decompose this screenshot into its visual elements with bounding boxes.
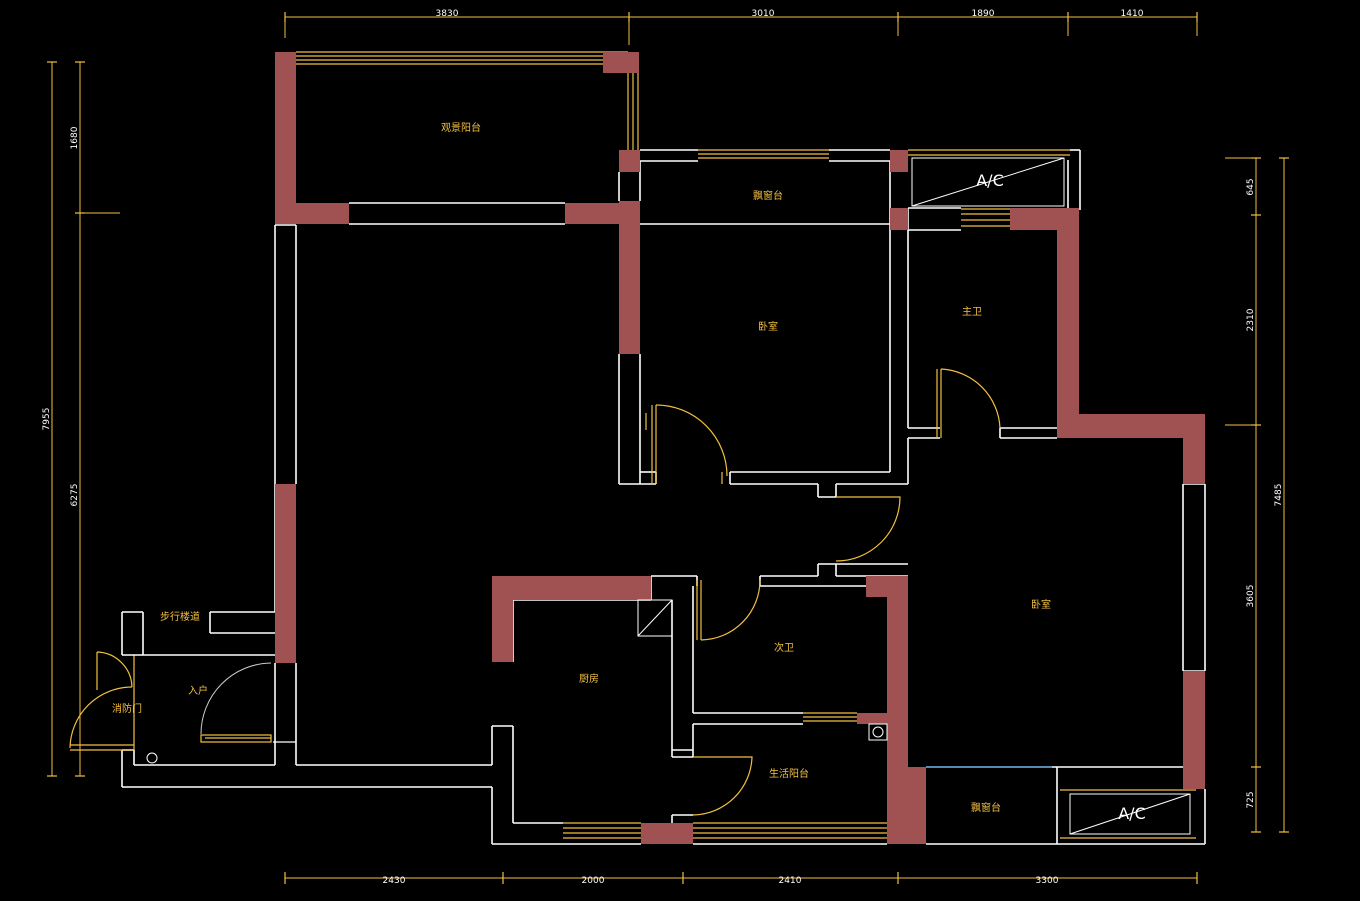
dim-right-inner-3: 3605 [1246,585,1256,608]
room-labels: 观景阳台 飘窗台 卧室 主卫 卧室 次卫 厨房 生活阳台 飘窗台 入户 步行楼道… [112,121,1051,814]
room-bedroom-right: 卧室 [1031,598,1051,611]
windows [133,51,1196,839]
room-master-bath: 主卫 [962,306,982,318]
dim-top-4: 1410 [1121,9,1144,19]
room-garden-path: 步行楼道 [160,610,200,623]
structural-walls [275,52,1205,844]
dim-bottom-4: 3300 [1036,876,1059,886]
room-living-balcony: 生活阳台 [769,767,809,780]
room-kitchen: 厨房 [579,672,599,685]
room-fire-door: 消防门 [112,702,142,715]
dim-right-inner-1: 645 [1246,178,1256,195]
ac-label-top: A/C [976,171,1004,190]
dim-right-outer: 7485 [1274,484,1284,507]
dim-top-1: 3830 [436,9,459,19]
dim-left-outer: 7955 [42,408,52,431]
room-second-bath: 次卫 [774,641,794,654]
dim-left-inner-2: 6275 [70,484,80,507]
room-bay-window-bottom: 飘窗台 [971,801,1001,814]
ac-unit-bottom: A/C [1069,793,1191,835]
dim-right-inner-4: 725 [1246,791,1256,808]
ac-label-bottom: A/C [1118,804,1146,823]
room-bay-window-top: 飘窗台 [753,189,783,202]
dim-bottom-2: 2000 [582,876,605,886]
dimension-lines [47,12,1289,884]
ac-unit-top: A/C [911,157,1065,207]
room-bedroom-top: 卧室 [758,320,778,333]
dim-top-2: 3010 [752,9,775,19]
room-view-balcony: 观景阳台 [441,121,481,134]
doors [69,368,1001,816]
dim-top-3: 1890 [972,9,995,19]
dimension-labels: 3830 3010 1890 1410 2430 2000 2410 3300 … [42,9,1284,886]
dim-right-inner-2: 2310 [1246,308,1256,331]
room-entry: 入户 [188,684,208,697]
dim-bottom-1: 2430 [383,876,406,886]
dim-left-inner-1: 1680 [70,126,80,149]
dim-bottom-3: 2410 [779,876,802,886]
